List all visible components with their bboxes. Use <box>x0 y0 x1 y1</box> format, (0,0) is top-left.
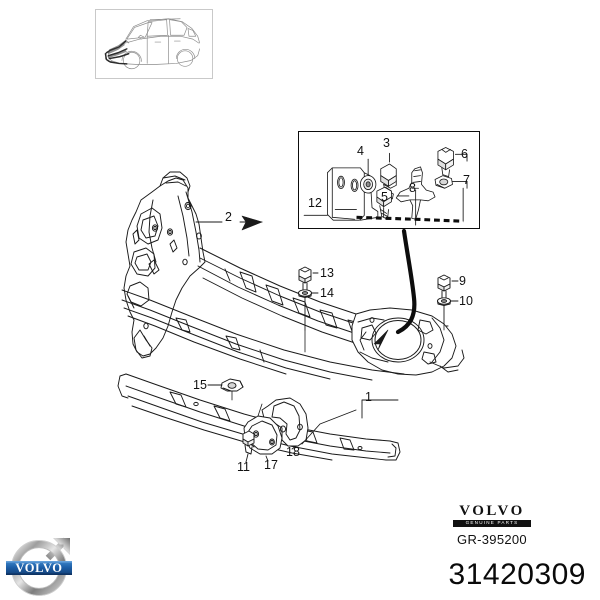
part-12-bracket <box>327 167 379 221</box>
callout-label-6: 6 <box>461 147 468 161</box>
vehicle-thumbnail-drawing <box>104 18 200 70</box>
inset-leader-lines <box>303 152 468 226</box>
part-15-clip-nut <box>220 378 244 392</box>
front-highlight-fill <box>106 43 127 59</box>
part-10-washer <box>437 297 451 306</box>
callout-label-9: 9 <box>459 274 466 288</box>
callout-label-1: 1 <box>365 390 372 404</box>
part-6-bolt <box>437 147 454 178</box>
genuine-parts-mark: VOLVO GENUINE PARTS GR-395200 <box>432 504 552 547</box>
callout-label-4: 4 <box>357 144 364 158</box>
callout-label-11: 11 <box>237 460 250 474</box>
part-7-nut <box>434 175 453 189</box>
part-9-bolt <box>437 274 451 301</box>
iron-mark-wordmark: VOLVO <box>15 561 62 575</box>
callout-2-arrowhead <box>241 215 263 231</box>
part-11-bolt <box>242 430 255 455</box>
callout-label-15: 15 <box>193 378 207 392</box>
iron-mark-banner <box>6 561 72 575</box>
part-2-radiator-support <box>123 171 206 359</box>
genuine-parts-brand: VOLVO <box>459 503 525 519</box>
callout-label-10: 10 <box>459 294 473 308</box>
vehicle-locator-thumbnail <box>95 9 213 79</box>
volvo-iron-mark-logo: VOLVO <box>6 537 72 596</box>
part-14-washer <box>298 289 312 298</box>
hood-latch-detail-inset <box>298 131 480 229</box>
callout-label-18: 18 <box>286 445 300 459</box>
detail-arrowhead <box>373 329 389 351</box>
part-13-bolt <box>298 266 312 293</box>
callout-label-7: 7 <box>463 173 470 187</box>
detail-box-route-curve <box>395 228 417 335</box>
callout-label-5: 5 <box>381 190 388 204</box>
callout-label-12: 12 <box>308 196 322 210</box>
part-number: 31420309 <box>448 558 586 591</box>
detail-inset-drawing <box>303 147 468 226</box>
right-headlamp-panel <box>351 307 465 376</box>
diagram-code: GR-395200 <box>457 531 527 547</box>
part-5-bolt <box>376 186 392 220</box>
callout-label-8: 8 <box>409 181 416 195</box>
leader-lines <box>195 221 459 463</box>
part-3-bolt <box>380 163 397 200</box>
mid-cross-rail <box>121 289 405 381</box>
genuine-parts-subtitle: GENUINE PARTS <box>453 520 531 527</box>
callout-label-14: 14 <box>320 286 334 300</box>
inset-dashed-route <box>356 215 464 223</box>
callout-label-2: 2 <box>225 210 232 224</box>
callout-label-3: 3 <box>383 136 390 150</box>
callout-label-13: 13 <box>320 266 334 280</box>
callout-label-17: 17 <box>264 458 278 472</box>
assembly-alignment-lines <box>231 323 445 417</box>
